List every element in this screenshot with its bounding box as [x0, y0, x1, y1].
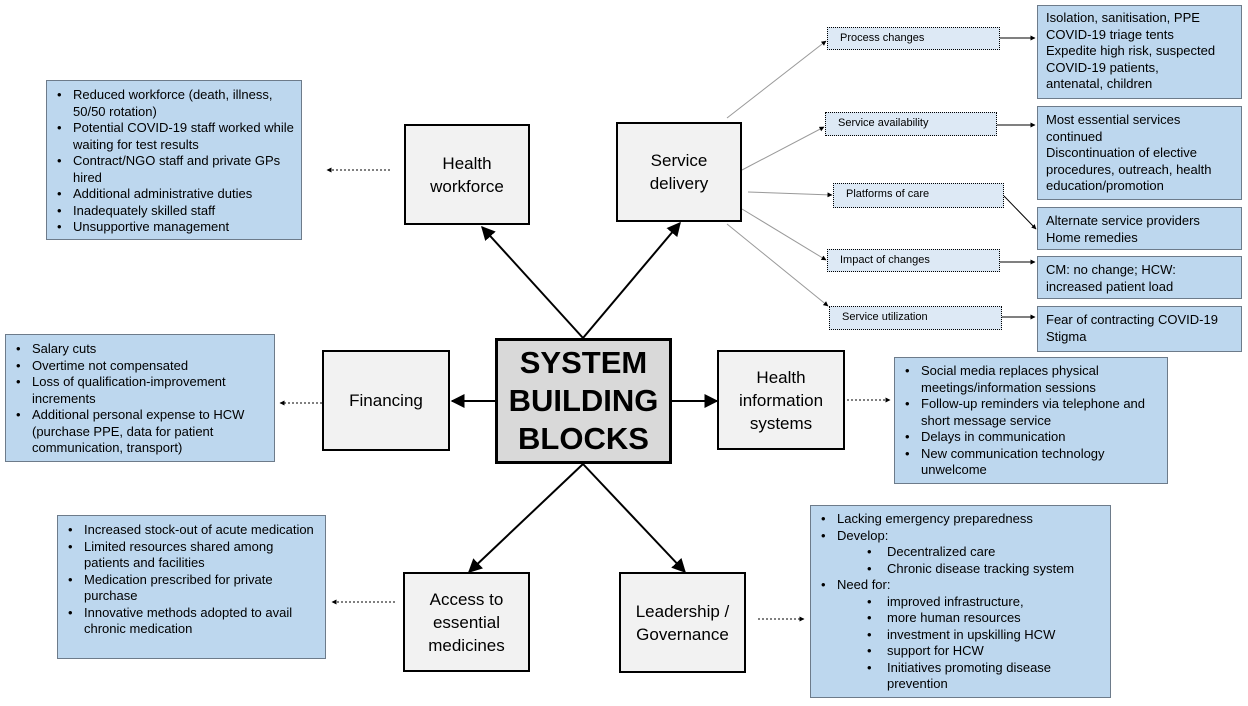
impact-of-changes-notes: CM: no change; HCW: increased patient lo… — [1037, 256, 1242, 299]
note-line: Most essential services — [1046, 112, 1181, 127]
platforms-of-care-label: Platforms of care — [833, 183, 1004, 208]
arrow-to-medicines — [467, 463, 584, 573]
health-workforce-block: Health workforce — [404, 124, 530, 225]
note-line: procedures, outreach, health — [1046, 161, 1212, 177]
note-line: Fear of contracting COVID-19 — [1046, 312, 1218, 327]
list-item: Additional administrative duties — [47, 186, 295, 203]
list-item: Contract/NGO staff and private GPs hired — [47, 153, 295, 186]
list-item: Inadequately skilled staff — [47, 203, 295, 220]
list-item: Chronic disease tracking system — [811, 561, 1110, 578]
fan-process-changes — [726, 40, 827, 119]
list-item: support for HCW — [811, 643, 1110, 660]
note-line: Isolation, sanitisation, PPE — [1046, 10, 1200, 25]
note-line: Discontinuation of elective — [1046, 145, 1198, 160]
list-item: Need for: — [811, 577, 1110, 594]
medicines-notes: Increased stock-out of acute medication … — [57, 515, 326, 659]
fan-service-utilization — [726, 223, 829, 307]
note-line: increased patient load — [1046, 278, 1174, 294]
note-line: CM: no change; HCW: — [1046, 262, 1176, 277]
service-utilization-label: Service utilization — [829, 306, 1002, 330]
list-item: investment in upskilling HCW — [811, 627, 1110, 644]
note-line: education/promotion — [1046, 178, 1164, 193]
system-building-blocks: SYSTEM BUILDING BLOCKS — [495, 338, 672, 464]
list-item: Overtime not compensated — [6, 358, 266, 375]
note-line: COVID-19 patients, — [1046, 59, 1159, 75]
leadership-notes: Lacking emergency preparedness Develop: … — [810, 505, 1111, 698]
note-line: COVID-19 triage tents — [1046, 26, 1174, 42]
note-line: Expedite high risk, suspected — [1046, 43, 1216, 58]
info-system-notes: Social media replaces physical meetings/… — [894, 357, 1168, 484]
list-item: New communication technology unwelcome — [895, 446, 1157, 479]
arrow-to-leadership — [582, 463, 686, 574]
health-information-systems-block: Health information systems — [717, 350, 845, 450]
note-line: antenatal, children — [1046, 76, 1153, 91]
list-item: Loss of qualification-improvement increm… — [6, 374, 266, 407]
list-item: improved infrastructure, — [811, 594, 1110, 611]
list-item: Innovative methods adopted to avail chro… — [58, 605, 317, 638]
process-changes-label: Process changes — [827, 27, 1000, 50]
fan-service-availability — [741, 126, 825, 171]
access-to-essential-medicines-block: Access to essential medicines — [403, 572, 530, 672]
list-item: more human resources — [811, 610, 1110, 627]
fan-platforms-of-care — [747, 191, 833, 198]
service-delivery-block: Service delivery — [616, 122, 742, 222]
list-item: Increased stock-out of acute medication — [58, 522, 317, 539]
list-item: Delays in communication — [895, 429, 1157, 446]
list-item: Additional personal expense to HCW (purc… — [6, 407, 266, 457]
workforce-notes: Reduced workforce (death, illness, 50/50… — [46, 80, 302, 240]
fan-impact-of-changes — [741, 208, 827, 261]
list-item: Follow-up reminders via telephone and sh… — [895, 396, 1157, 429]
list-item: Unsupportive management — [47, 219, 295, 236]
list-item: Initiatives promoting disease prevention — [811, 660, 1110, 693]
link-platforms-of-care — [1003, 195, 1037, 230]
leadership-governance-block: Leadership / Governance — [619, 572, 746, 673]
service-availability-label: Service availability — [825, 112, 997, 136]
list-item: Salary cuts — [6, 341, 266, 358]
list-item: Potential COVID-19 staff worked while wa… — [47, 120, 295, 153]
arrow-to-service-delivery — [582, 221, 681, 339]
service-utilization-notes: Fear of contracting COVID-19 Stigma — [1037, 306, 1242, 352]
service-availability-notes: Most essential services continued Discon… — [1037, 106, 1242, 200]
list-item: Lacking emergency preparedness — [811, 511, 1110, 528]
list-item: Decentralized care — [811, 544, 1110, 561]
list-item: Medication prescribed for private purcha… — [58, 572, 317, 605]
list-item: Limited resources shared among patients … — [58, 539, 317, 572]
note-line: Home remedies — [1046, 229, 1138, 245]
platforms-of-care-notes: Alternate service providers Home remedie… — [1037, 207, 1242, 250]
list-item: Develop: — [811, 528, 1110, 545]
list-item: Social media replaces physical meetings/… — [895, 363, 1157, 396]
financing-block: Financing — [322, 350, 450, 451]
note-line: continued — [1046, 128, 1103, 144]
note-line: Alternate service providers — [1046, 213, 1200, 228]
process-changes-notes: Isolation, sanitisation, PPE COVID-19 tr… — [1037, 5, 1242, 99]
impact-of-changes-label: Impact of changes — [827, 249, 1000, 272]
arrow-to-health-workforce — [481, 225, 584, 339]
note-line: Stigma — [1046, 328, 1087, 344]
list-item: Reduced workforce (death, illness, 50/50… — [47, 87, 295, 120]
financing-notes: Salary cuts Overtime not compensated Los… — [5, 334, 275, 462]
